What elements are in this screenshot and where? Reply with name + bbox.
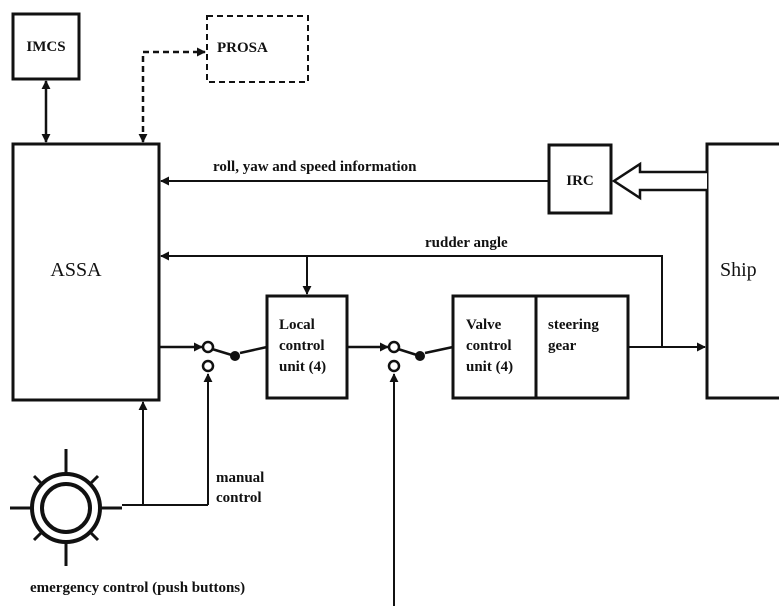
steering-gear-line2: gear — [548, 338, 577, 354]
valve-control-line2: control — [466, 338, 512, 354]
valve-control-line3: unit (4) — [466, 359, 513, 375]
local-control-line3: unit (4) — [279, 359, 326, 375]
rudder-angle-label: rudder angle — [425, 235, 508, 251]
rudder-angle-arrow — [160, 251, 663, 347]
roll-yaw-speed-label: roll, yaw and speed information — [213, 159, 417, 175]
switch2-contact-top — [387, 340, 401, 354]
manual-control-line1: manual — [216, 470, 264, 486]
emergency-control-label: emergency control (push buttons) — [30, 580, 245, 596]
switch2-to-valve-line — [424, 345, 454, 355]
ship-to-irc-hollow-arrow — [611, 161, 707, 201]
ship-label: Ship — [720, 259, 757, 281]
ship-box — [705, 142, 779, 400]
steering-gear-line1: steering — [548, 317, 599, 333]
irc-box — [547, 143, 613, 215]
switch1-pivot — [230, 351, 240, 361]
assa-box — [11, 142, 161, 402]
manual-control-line2: control — [216, 490, 262, 506]
imcs-box — [11, 12, 81, 81]
switch2-pivot — [415, 351, 425, 361]
imcs-label: IMCS — [26, 39, 65, 55]
valve-control-line1: Valve — [466, 317, 502, 333]
local-control-line1: Local — [279, 317, 315, 333]
switch1-contact-top — [201, 340, 215, 354]
steering-wheel-icon — [10, 449, 122, 566]
irc-label: IRC — [566, 173, 594, 189]
prosa-assa-dashed-arrow — [138, 47, 206, 143]
local-control-line2: control — [279, 338, 325, 354]
switch1-to-local-line — [239, 345, 268, 355]
switch2-contact-bottom — [387, 359, 401, 373]
prosa-box — [206, 15, 309, 83]
assa-label: ASSA — [50, 259, 102, 281]
switch1-contact-bottom — [201, 359, 215, 373]
prosa-label: PROSA — [217, 40, 268, 56]
